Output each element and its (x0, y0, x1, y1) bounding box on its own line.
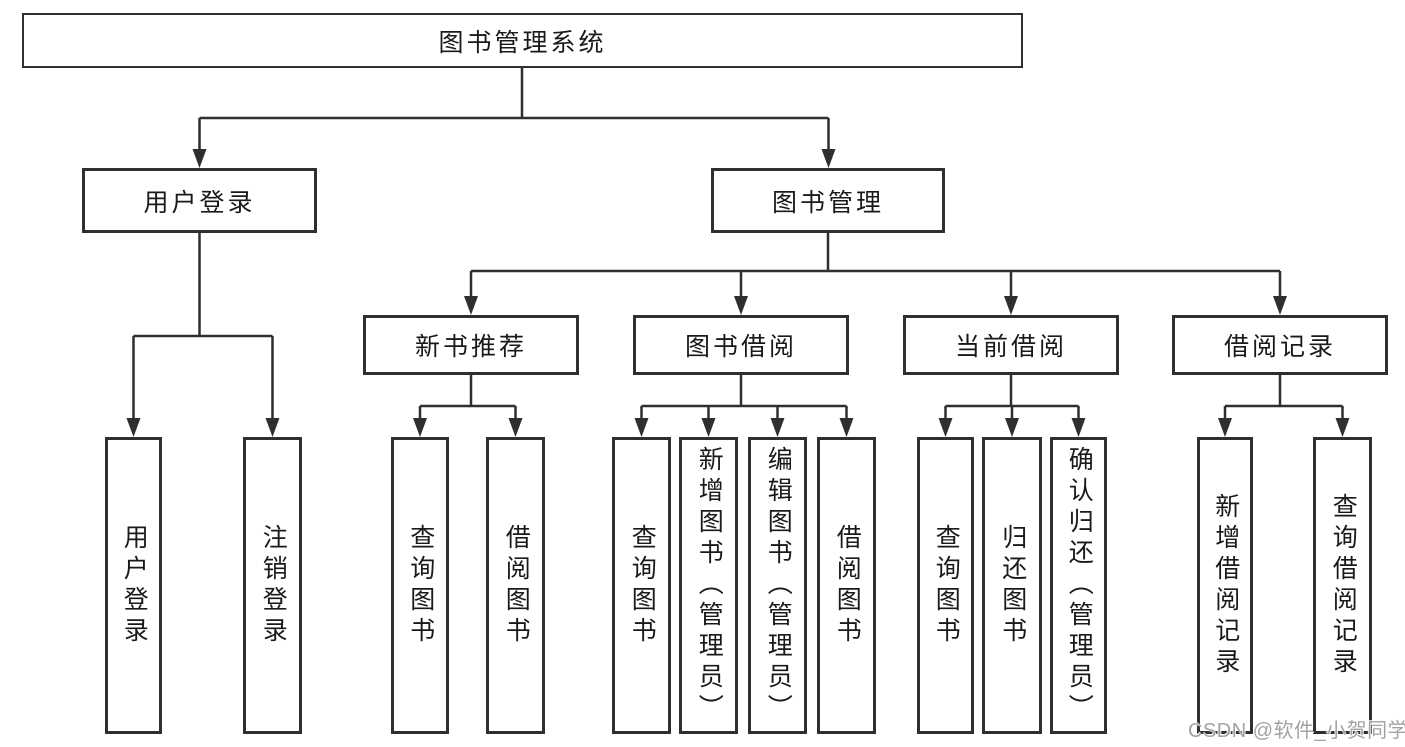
connector-borrowing-records-to-leaves (1218, 375, 1350, 437)
leaf-return-books: 归还图书 (982, 437, 1042, 734)
node-label: 新书推荐 (414, 333, 527, 361)
node-label: 借阅记录 (1223, 333, 1336, 361)
leaf-user-login: 用户登录 (105, 437, 162, 734)
node-label: 归还图书 (998, 523, 1027, 648)
node-label: 查询借阅记录 (1329, 492, 1358, 679)
leaf-query-books-recommend: 查询图书 (391, 437, 449, 734)
node-label: 确认归还（管理员） (1065, 446, 1094, 725)
node-book-management: 图书管理 (711, 168, 945, 233)
leaf-query-borrow-record: 查询借阅记录 (1313, 437, 1372, 734)
node-label: 图书借阅 (684, 333, 797, 361)
node-new-book-recommend: 新书推荐 (363, 315, 579, 375)
node-label: 新增借阅记录 (1211, 492, 1240, 679)
node-label: 查询图书 (628, 523, 657, 648)
node-label: 注销登录 (259, 523, 288, 648)
connector-root-to-level2 (192, 68, 836, 168)
node-library-management-system: 图书管理系统 (22, 13, 1023, 68)
leaf-borrow-books-recommend: 借阅图书 (486, 437, 545, 734)
node-label: 查询图书 (932, 523, 961, 648)
node-label: 新增图书（管理员） (695, 446, 724, 725)
connector-book-borrowing-to-leaves (634, 375, 854, 437)
node-label: 编辑图书（管理员） (764, 446, 793, 725)
node-label: 查询图书 (406, 523, 435, 648)
connector-book-management-to-level3 (464, 233, 1287, 315)
node-current-borrowing: 当前借阅 (903, 315, 1119, 375)
leaf-confirm-return-admin: 确认归还（管理员） (1050, 437, 1107, 734)
leaf-query-books-current: 查询图书 (917, 437, 974, 734)
node-user-login: 用户登录 (82, 168, 317, 233)
connector-new-book-recommend-to-leaves (413, 375, 523, 437)
connector-current-borrowing-to-leaves (938, 375, 1086, 437)
node-label: 借阅图书 (502, 523, 531, 648)
connector-user-login-to-leaves (126, 233, 280, 437)
leaf-logout: 注销登录 (243, 437, 302, 734)
leaf-add-books-admin: 新增图书（管理员） (679, 437, 738, 734)
leaf-edit-books-admin: 编辑图书（管理员） (748, 437, 807, 734)
node-label: 当前借阅 (954, 333, 1067, 361)
leaf-query-books-borrowing: 查询图书 (612, 437, 671, 734)
node-label: 图书管理系统 (438, 28, 607, 57)
node-book-borrowing: 图书借阅 (633, 315, 849, 375)
node-label: 图书管理 (771, 188, 884, 217)
leaf-borrow-books: 借阅图书 (817, 437, 876, 734)
node-label: 用户登录 (120, 523, 149, 648)
node-borrowing-records: 借阅记录 (1172, 315, 1388, 375)
watermark: CSDN @软件_小贺同学 (1188, 720, 1405, 742)
leaf-add-borrow-record: 新增借阅记录 (1197, 437, 1253, 734)
node-label: 借阅图书 (833, 523, 862, 648)
node-label: 用户登录 (143, 188, 256, 217)
